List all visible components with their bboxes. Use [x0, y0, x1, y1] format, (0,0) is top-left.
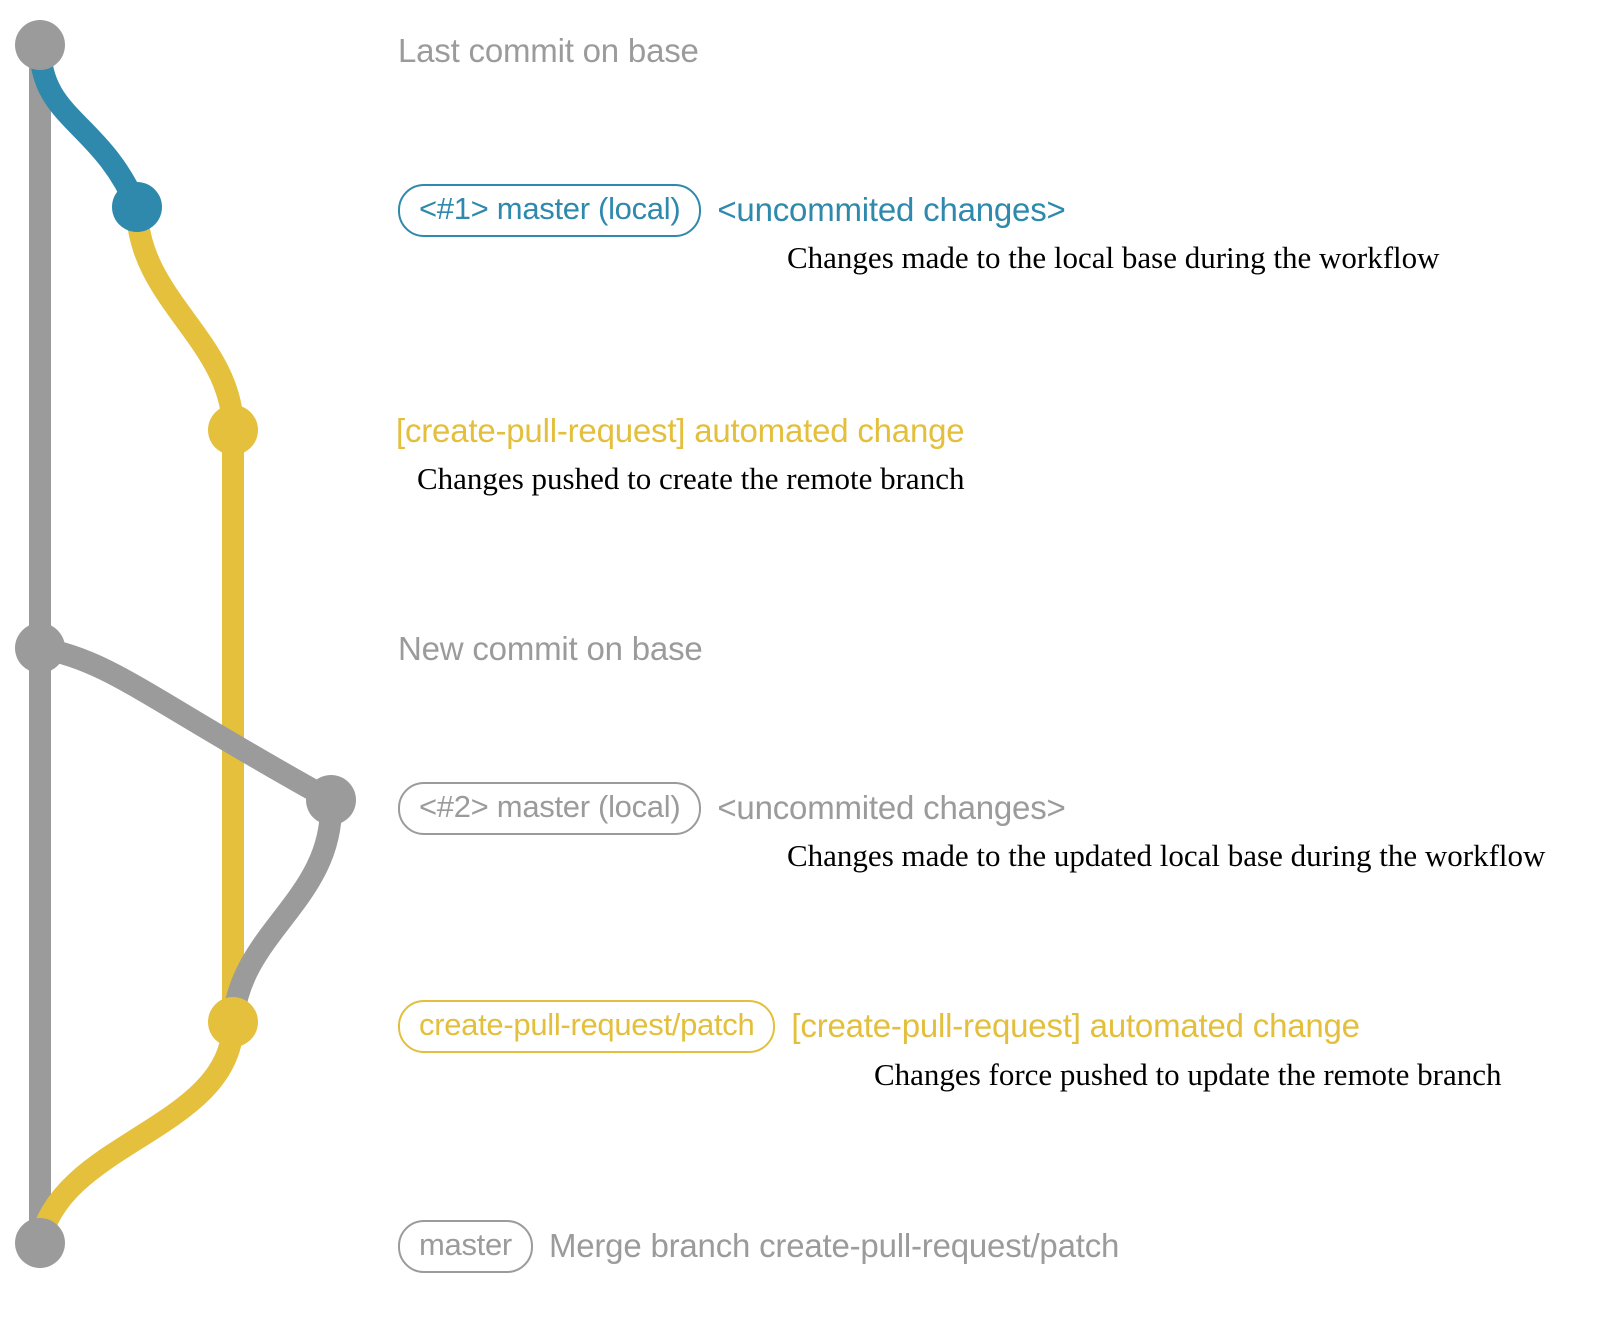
- lane-patch-from-local1: [126, 196, 244, 441]
- row-master-local-1: <#1> master (local) <uncommited changes>: [398, 184, 1066, 237]
- lane-master-local-branch: [29, 34, 148, 218]
- commit-node-base-2[interactable]: [15, 623, 65, 673]
- commit-message-base-2: New commit on base: [398, 630, 703, 667]
- commit-node-patch-2[interactable]: [208, 997, 258, 1047]
- row-description-local-1: Changes made to the local base during th…: [787, 240, 1440, 275]
- commit-message-patch-1: [create-pull-request] automated change: [396, 412, 965, 449]
- commit-node-local-1[interactable]: [112, 182, 162, 232]
- lane-base2-to-local2: [29, 637, 342, 811]
- commit-message-master-merge: Merge branch create-pull-request/patch: [548, 1227, 1120, 1265]
- commit-node-master-merge[interactable]: [15, 1218, 65, 1268]
- commit-message-patch-2: [create-pull-request] automated change: [791, 1007, 1360, 1045]
- row-last-commit-on-base: Last commit on base: [398, 32, 699, 70]
- branch-badge-master-local-1[interactable]: <#1> master (local): [398, 184, 702, 237]
- commit-message-local-2: <uncommited changes>: [717, 789, 1066, 827]
- branch-badge-master-local-2[interactable]: <#2> master (local): [398, 782, 702, 835]
- lane-patch2-to-master: [29, 1011, 244, 1254]
- commit-node-base-1[interactable]: [15, 20, 65, 70]
- row-description-patch-1: Changes pushed to create the remote bran…: [417, 461, 965, 496]
- row-master-local-2: <#2> master (local) <uncommited changes>: [398, 782, 1066, 835]
- commit-node-local-2[interactable]: [306, 775, 356, 825]
- row-new-commit-on-base: New commit on base: [398, 630, 703, 668]
- row-master-merge: master Merge branch create-pull-request/…: [398, 1220, 1119, 1273]
- branch-badge-create-pull-request-patch[interactable]: create-pull-request/patch: [398, 1000, 776, 1053]
- commit-message-local-1: <uncommited changes>: [717, 191, 1066, 229]
- branch-badge-master[interactable]: master: [398, 1220, 533, 1273]
- row-description-local-2: Changes made to the updated local base d…: [787, 838, 1546, 873]
- row-patch-2: create-pull-request/patch [create-pull-r…: [398, 1000, 1360, 1053]
- row-patch-1: [create-pull-request] automated change: [396, 412, 965, 450]
- lane-local2-to-patch2: [222, 789, 343, 1033]
- commit-graph: [15, 20, 356, 1268]
- commit-message-base-1: Last commit on base: [398, 32, 699, 69]
- commit-node-patch-1[interactable]: [208, 405, 258, 455]
- row-description-patch-2: Changes force pushed to update the remot…: [874, 1057, 1502, 1092]
